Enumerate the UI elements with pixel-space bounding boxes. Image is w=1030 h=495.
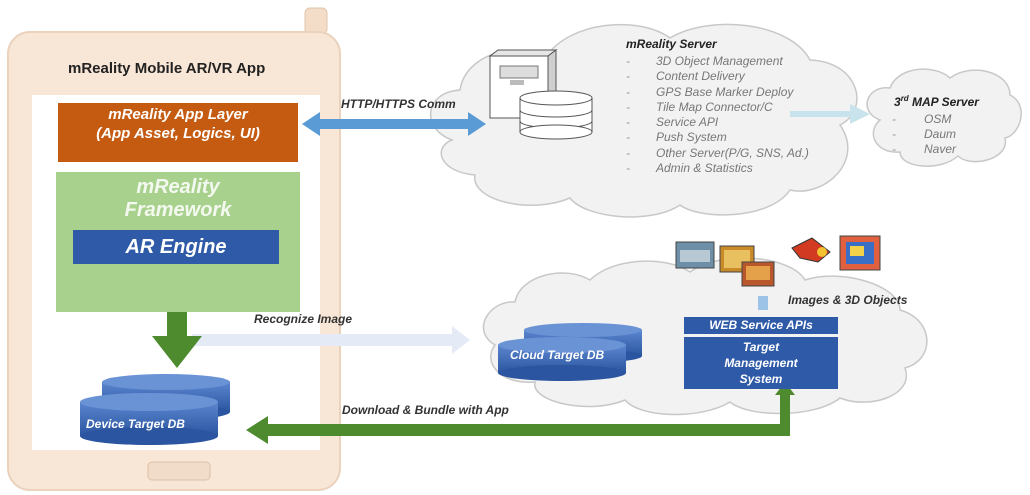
server-list-item: 3D Object Management: [626, 54, 809, 69]
target-management-system-box: Target Management System: [684, 337, 838, 389]
recognize-image-label: Recognize Image: [254, 312, 353, 326]
ar-engine-box: AR Engine: [73, 230, 279, 264]
web-service-apis-box: WEB Service APIs: [684, 317, 838, 334]
tms-line1: Target: [742, 340, 780, 354]
map-server-item: Daum: [892, 127, 956, 142]
image-thumbnails: [675, 235, 881, 287]
map-server-title-sup: rd: [900, 94, 909, 103]
thumb-connector: [758, 296, 768, 310]
server-list-item: Content Delivery: [626, 69, 809, 84]
device-target-db-icon: [80, 374, 230, 445]
recognize-image-arrow: [192, 326, 470, 354]
map-server-list: OSM Daum Naver: [892, 112, 956, 157]
server-list-item: Admin & Statistics: [626, 161, 809, 176]
download-bundle-label: Download & Bundle with App: [342, 403, 509, 417]
download-bundle-arrow: [246, 388, 790, 444]
server-list-item: Tile Map Connector/C: [626, 100, 809, 115]
map-server-title-suffix: MAP Server: [908, 95, 979, 109]
server-list-item: Other Server(P/G, SNS, Ad.): [626, 146, 809, 161]
framework-title-line1: mReality: [136, 176, 220, 198]
map-connector-arrow: [790, 104, 870, 124]
server-list-item: Service API: [626, 115, 809, 130]
cloud-target-db-icon: [498, 323, 642, 381]
framework-title: mReality Framework: [56, 176, 300, 222]
app-layer-box: mReality App Layer (App Asset, Logics, U…: [58, 103, 298, 162]
map-server-item: OSM: [892, 112, 956, 127]
mreality-server-title: mReality Server: [626, 37, 717, 51]
map-server-title: 3rd MAP Server: [894, 94, 979, 109]
server-list-item: GPS Base Marker Deploy: [626, 85, 809, 100]
mreality-server-list: 3D Object Management Content Delivery GP…: [626, 54, 809, 176]
database-icon: [519, 90, 593, 140]
map-server-title-prefix: 3: [894, 95, 901, 109]
http-double-arrow: [302, 112, 486, 136]
framework-title-line2: Framework: [124, 199, 232, 221]
app-layer-title: mReality App Layer: [108, 106, 248, 123]
device-target-db-label: Device Target DB: [86, 417, 185, 431]
phone-title: mReality Mobile AR/VR App: [68, 60, 266, 77]
server-list-item: Push System: [626, 130, 809, 145]
http-comm-label: HTTP/HTTPS Comm: [341, 97, 456, 111]
tms-line2: Management: [724, 356, 798, 370]
cloud-target-db-label: Cloud Target DB: [510, 348, 605, 362]
tms-line3: System: [739, 372, 783, 386]
framework-to-db-arrow: [152, 298, 202, 368]
images-3d-objects-label: Images & 3D Objects: [788, 293, 908, 307]
app-layer-subtitle: (App Asset, Logics, UI): [96, 125, 260, 142]
map-server-item: Naver: [892, 142, 956, 157]
